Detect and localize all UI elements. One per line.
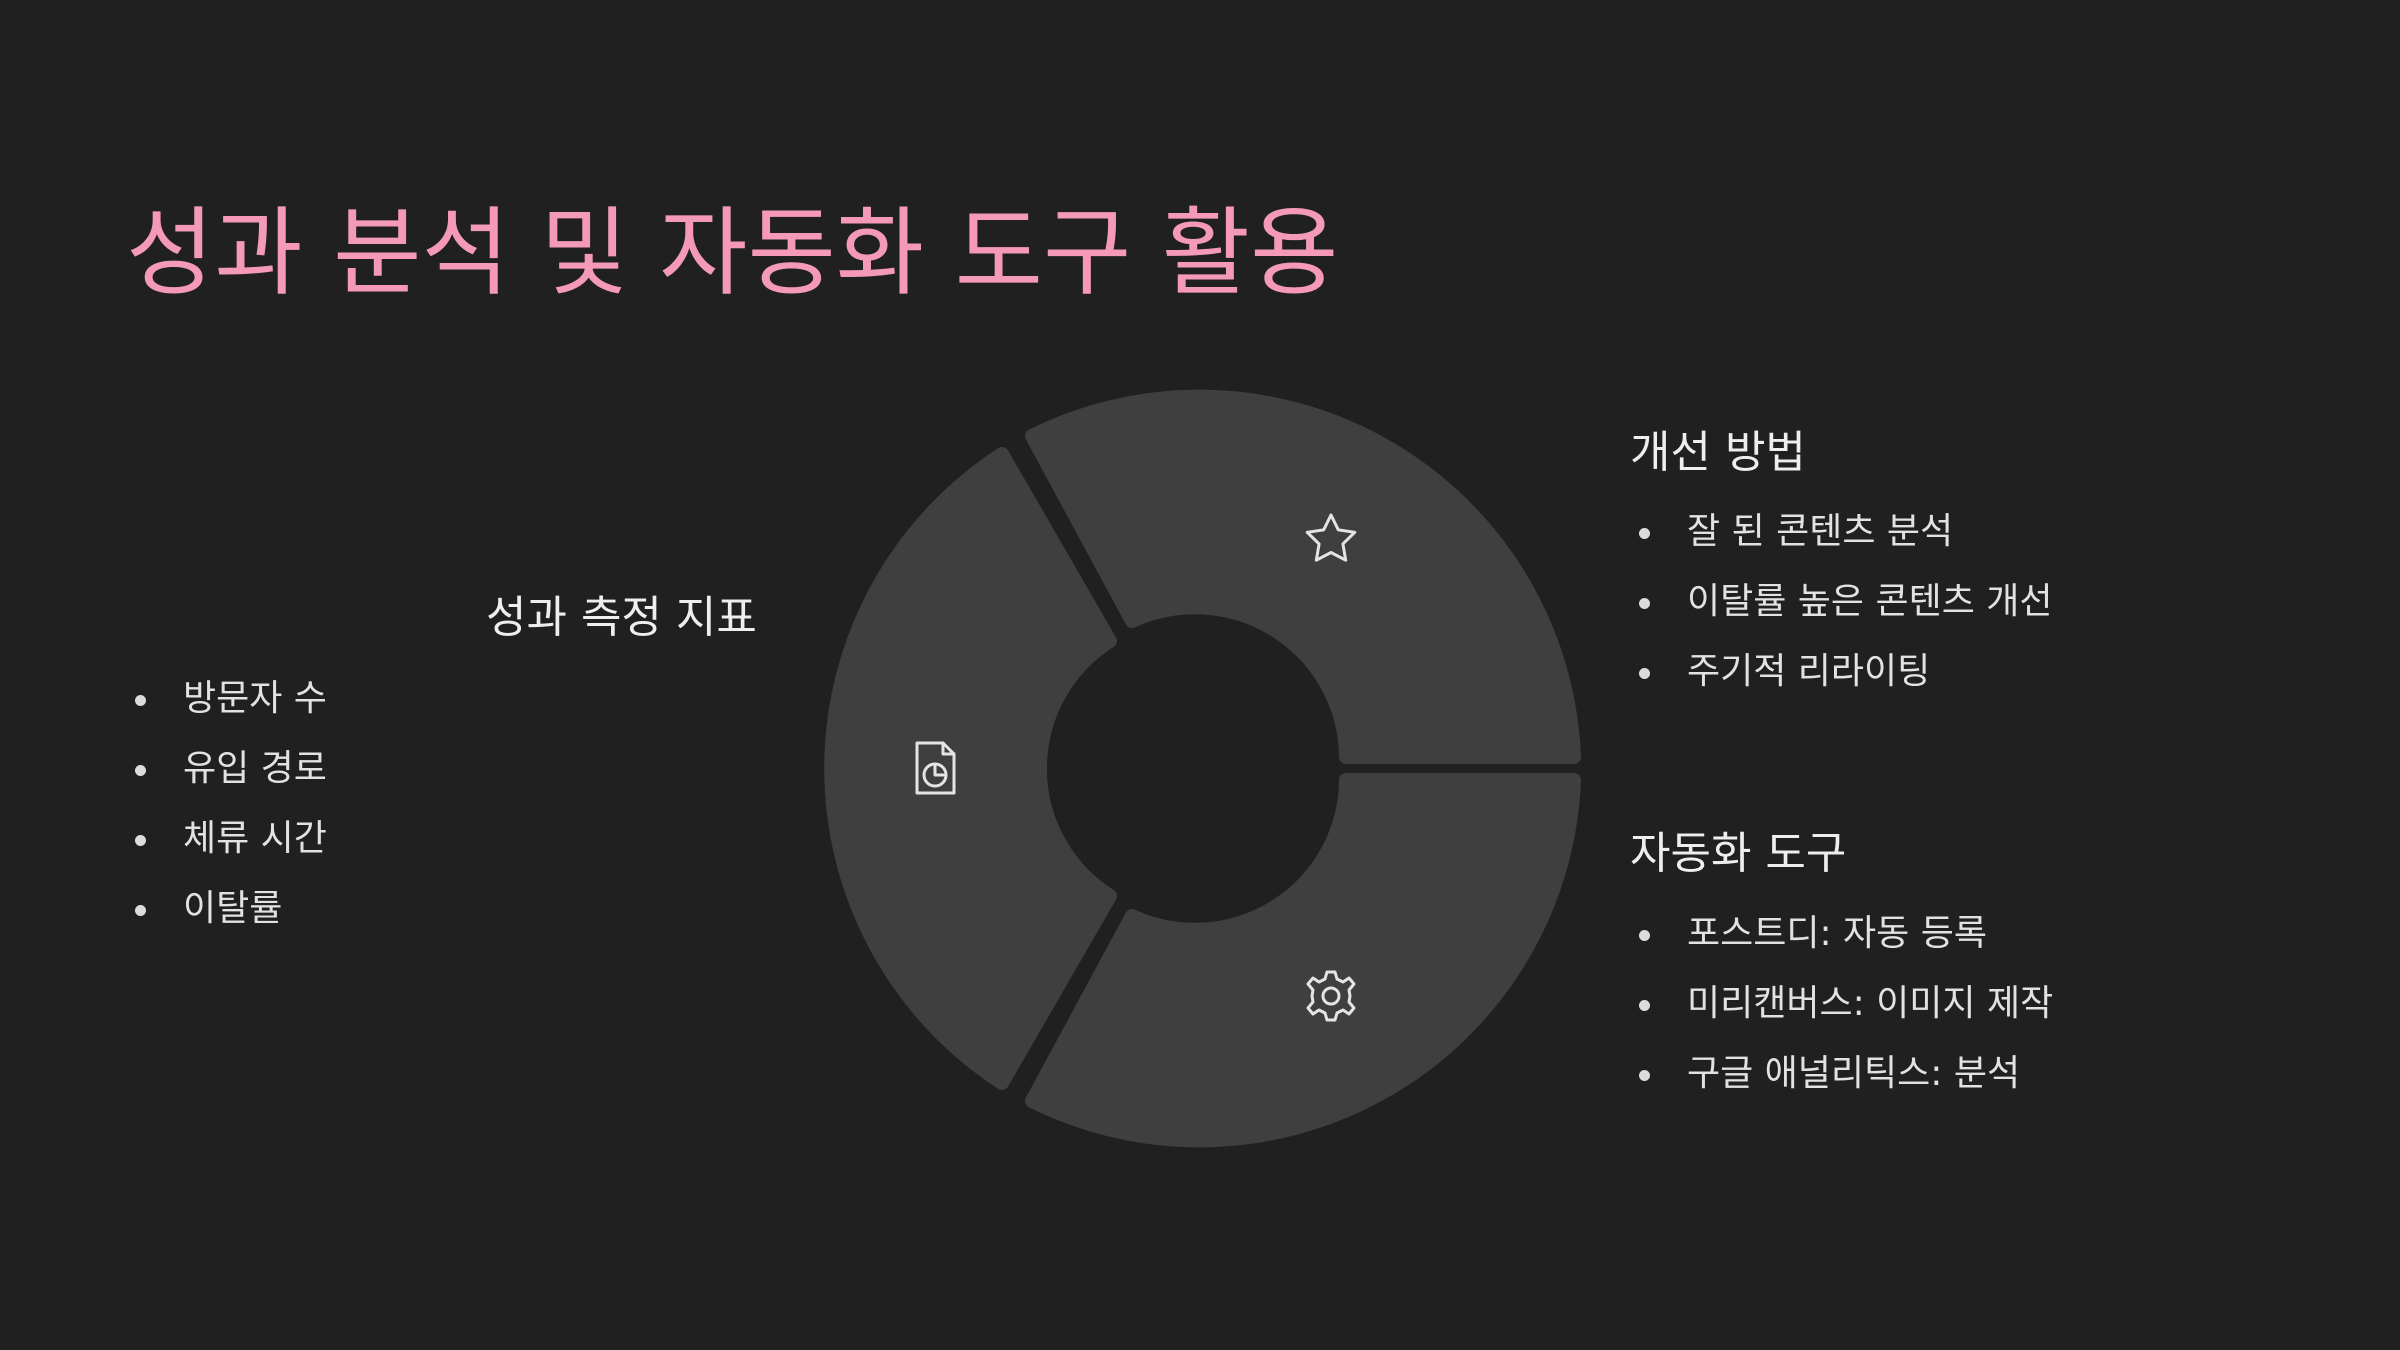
list-item: 유입 경로	[126, 734, 327, 804]
segment-tools	[1025, 773, 1581, 1148]
segment-improvement	[1025, 389, 1581, 764]
list-item: 포스트디: 자동 등록	[1630, 899, 2053, 969]
star-icon	[1305, 513, 1357, 562]
list-item: 주기적 리라이팅	[1630, 637, 2053, 707]
list-item: 이탈률	[126, 874, 327, 944]
improvement-list: 잘 된 콘텐츠 분석 이탈률 높은 콘텐츠 개선 주기적 리라이팅	[1630, 497, 2053, 707]
gear-icon	[1306, 970, 1356, 1022]
slide-title: 성과 분석 및 자동화 도구 활용	[126, 197, 1339, 309]
tools-list: 포스트디: 자동 등록 미리캔버스: 이미지 제작 구글 애널리틱스: 분석	[1630, 899, 2053, 1109]
metrics-list: 방문자 수 유입 경로 체류 시간 이탈률	[126, 664, 327, 944]
metrics-heading: 성과 측정 지표	[486, 592, 757, 643]
tools-heading: 자동화 도구	[1630, 828, 1847, 879]
segment-metrics	[824, 447, 1117, 1090]
list-item: 미리캔버스: 이미지 제작	[1630, 969, 2053, 1039]
list-item: 잘 된 콘텐츠 분석	[1630, 497, 2053, 567]
list-item: 방문자 수	[126, 664, 327, 734]
improvement-heading: 개선 방법	[1630, 427, 1806, 478]
document-chart-icon	[915, 741, 956, 795]
list-item: 이탈률 높은 콘텐츠 개선	[1630, 567, 2053, 637]
list-item: 체류 시간	[126, 804, 327, 874]
list-item: 구글 애널리틱스: 분석	[1630, 1039, 2053, 1109]
